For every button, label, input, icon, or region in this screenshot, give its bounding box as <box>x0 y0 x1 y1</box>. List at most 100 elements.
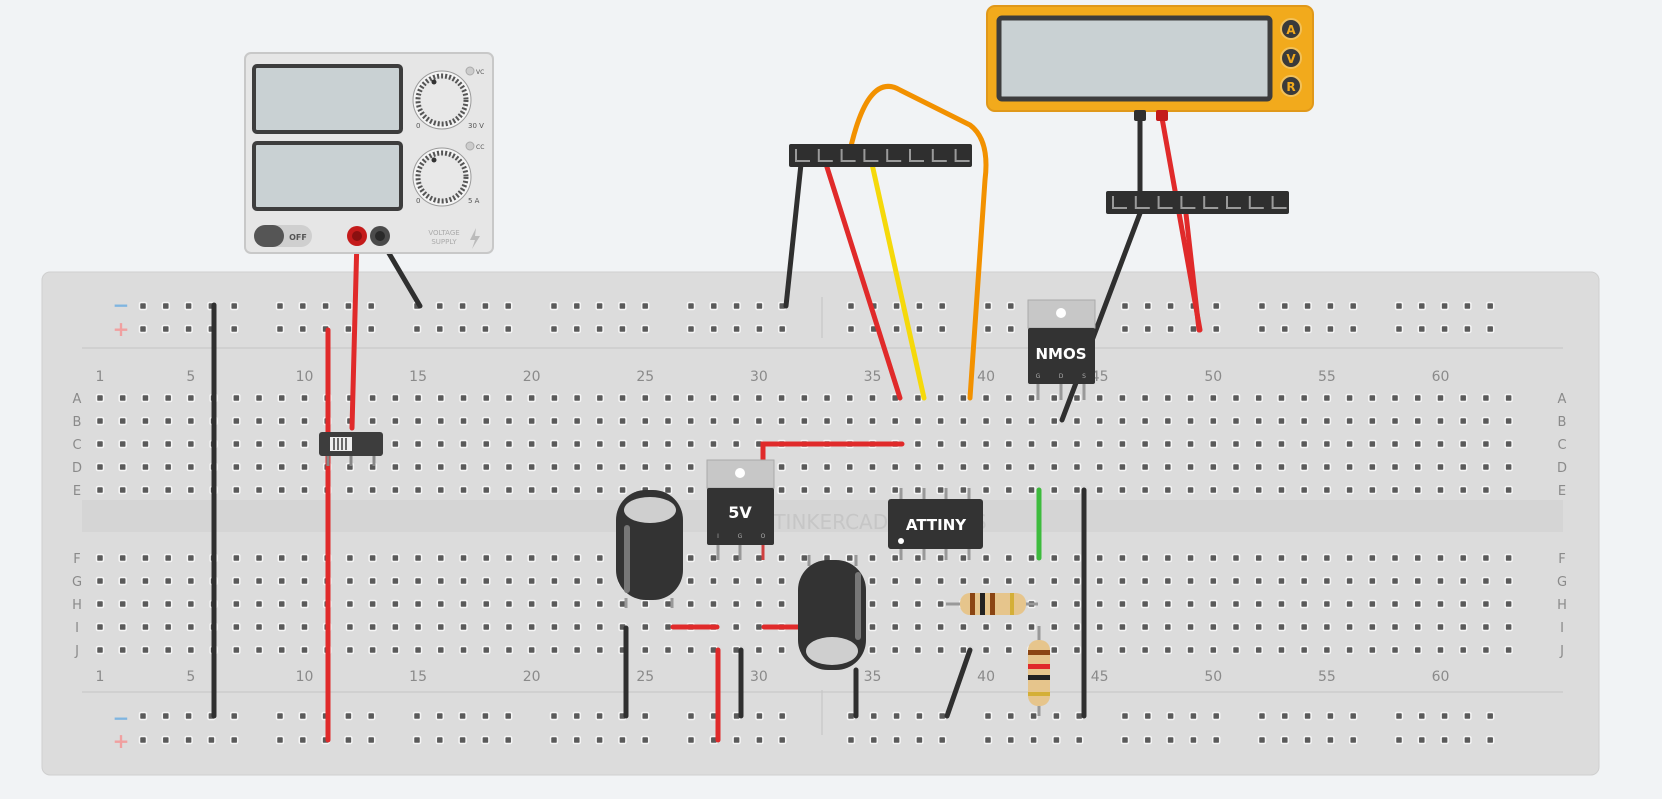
resistor-vertical[interactable] <box>1028 626 1050 716</box>
header-pin[interactable] <box>909 149 924 162</box>
header-pin[interactable] <box>817 149 833 162</box>
row-label: H <box>1557 598 1567 613</box>
positive-terminal[interactable] <box>347 226 367 246</box>
column-number: 1 <box>96 369 105 385</box>
slide-switch[interactable] <box>319 432 383 466</box>
header-pin[interactable] <box>1157 196 1173 209</box>
svg-text:D: D <box>1059 373 1064 380</box>
row-label: E <box>73 484 81 499</box>
wire-red-supply-to-switch[interactable] <box>349 235 360 431</box>
column-number: 25 <box>636 369 654 385</box>
row-label: I <box>75 621 79 636</box>
capacitor-small[interactable] <box>798 555 866 670</box>
column-number: 55 <box>1318 369 1336 385</box>
mode-ohms-button[interactable]: R <box>1280 75 1302 97</box>
column-number: 20 <box>523 669 541 685</box>
current-knob[interactable] <box>412 147 472 207</box>
column-number: 15 <box>409 369 427 385</box>
nmos-transistor[interactable]: NMOS G D S <box>1027 299 1096 400</box>
wire-black-diag-rail[interactable] <box>944 647 973 719</box>
header-pin[interactable] <box>1112 196 1127 209</box>
mode-amps-button[interactable]: A <box>1280 18 1302 40</box>
wire-red-right-rail[interactable] <box>1182 202 1202 333</box>
voltage-regulator[interactable]: 5V I G O <box>706 459 775 560</box>
header-pin[interactable] <box>954 149 970 162</box>
header-strip-right[interactable] <box>1106 191 1289 214</box>
probe-red-plug[interactable] <box>1156 110 1168 121</box>
header-pin[interactable] <box>1203 196 1219 209</box>
regulator-label: 5V <box>728 503 752 522</box>
column-number: 60 <box>1432 369 1450 385</box>
attiny-chip[interactable]: ATTINY <box>888 488 983 560</box>
voltage-display <box>252 64 403 134</box>
row-label: E <box>1558 484 1566 499</box>
multimeter-display <box>996 15 1273 102</box>
wires[interactable] <box>211 83 1203 743</box>
svg-text:V: V <box>1286 52 1296 66</box>
voltage-min-label: 0 <box>416 122 420 130</box>
column-numbers: 1155101015152020252530303535404045455050… <box>96 369 1450 685</box>
column-number: 40 <box>977 369 995 385</box>
svg-text:I: I <box>717 533 719 540</box>
column-number: 55 <box>1318 669 1336 685</box>
header-pin[interactable] <box>1248 196 1264 209</box>
power-switch[interactable]: OFF <box>254 225 312 247</box>
multimeter[interactable]: A V R <box>986 5 1314 121</box>
current-max-label: 5 A <box>468 197 480 205</box>
wire-black-header[interactable] <box>783 161 804 309</box>
header-pin[interactable] <box>795 149 810 162</box>
power-switch-label: OFF <box>289 233 307 242</box>
svg-text:S: S <box>1082 373 1086 380</box>
row-label: J <box>1559 644 1564 659</box>
header-pin[interactable] <box>863 149 879 162</box>
current-display <box>252 141 403 211</box>
row-label: G <box>1557 575 1567 590</box>
power-supply[interactable]: 0 30 V 0 5 A VC CC OFF VOLTAGE SUPPLY <box>244 52 494 254</box>
column-number: 45 <box>1091 369 1109 385</box>
header-pin[interactable] <box>1180 196 1196 209</box>
header-strip-left[interactable] <box>789 144 972 167</box>
voltage-max-label: 30 V <box>468 122 484 130</box>
header-pin[interactable] <box>1226 196 1241 209</box>
wire-yellow-header[interactable] <box>869 161 927 401</box>
cc-label: CC <box>476 144 484 151</box>
lightning-icon <box>470 228 480 249</box>
mode-volts-button[interactable]: V <box>1280 47 1302 69</box>
column-number: 60 <box>1432 669 1450 685</box>
wire-orange-header[interactable] <box>845 83 989 401</box>
svg-text:G: G <box>738 533 743 540</box>
resistor-horizontal[interactable] <box>946 593 1038 615</box>
column-number: 30 <box>750 369 768 385</box>
header-pin[interactable] <box>1271 196 1287 209</box>
row-label: B <box>73 415 82 430</box>
header-pin[interactable] <box>1134 196 1150 209</box>
probe-black-plug[interactable] <box>1134 110 1146 121</box>
row-label: J <box>74 644 79 659</box>
voltage-knob[interactable] <box>412 70 472 130</box>
row-label: G <box>72 575 82 590</box>
supply-brand-line2: SUPPLY <box>431 238 457 246</box>
capacitor-large[interactable] <box>616 490 683 608</box>
wire-red-header[interactable] <box>823 161 903 401</box>
cc-indicator <box>465 141 475 151</box>
header-pin[interactable] <box>886 149 902 162</box>
column-number: 1 <box>96 669 105 685</box>
wire-black-header2-to-nmos[interactable] <box>1059 205 1145 423</box>
row-label: D <box>72 461 82 476</box>
row-label: D <box>1557 461 1567 476</box>
svg-text:G: G <box>1036 373 1041 380</box>
header-pin[interactable] <box>931 149 947 162</box>
column-number: 40 <box>977 669 995 685</box>
column-number: 50 <box>1204 669 1222 685</box>
row-label: I <box>1560 621 1564 636</box>
row-label: F <box>1558 552 1565 567</box>
negative-terminal[interactable] <box>370 226 390 246</box>
supply-brand-line1: VOLTAGE <box>428 229 459 237</box>
column-number: 10 <box>296 669 314 685</box>
wire-red-c-row[interactable] <box>760 441 905 467</box>
row-label: C <box>1557 438 1566 453</box>
header-pin[interactable] <box>840 149 856 162</box>
